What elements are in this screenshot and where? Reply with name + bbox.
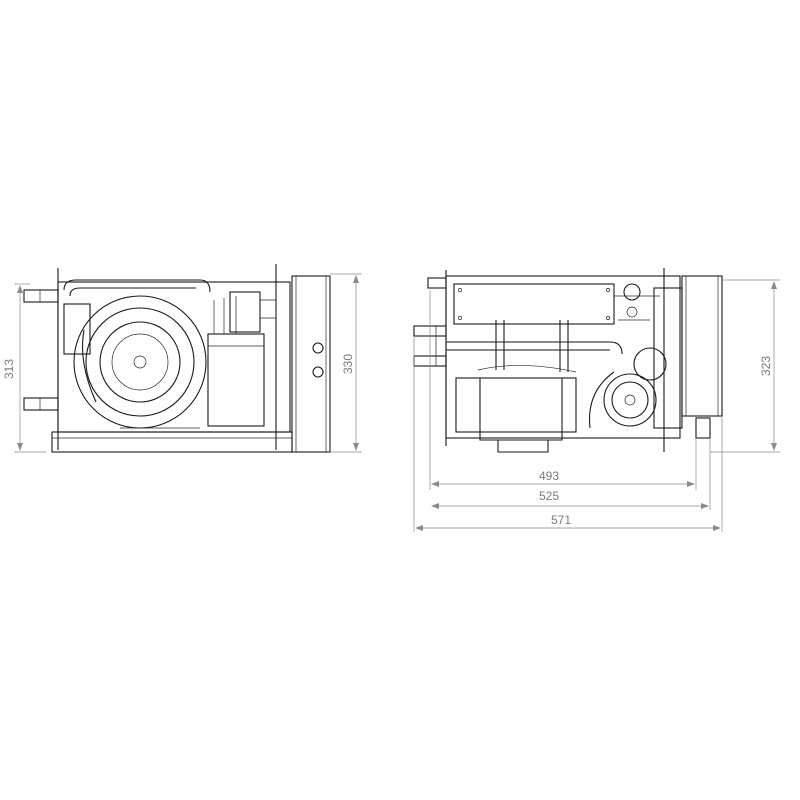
front-view <box>23 264 331 453</box>
dim-313-label: 313 <box>2 359 16 379</box>
dim-330-label: 330 <box>341 354 355 374</box>
dim-493-label: 493 <box>539 469 559 483</box>
dim-525-label: 525 <box>539 489 559 503</box>
side-dimensions <box>413 279 780 532</box>
dim-323-label: 323 <box>759 356 773 376</box>
front-dimensions <box>14 273 362 453</box>
side-view <box>413 268 723 453</box>
dim-571-label: 571 <box>551 513 571 527</box>
